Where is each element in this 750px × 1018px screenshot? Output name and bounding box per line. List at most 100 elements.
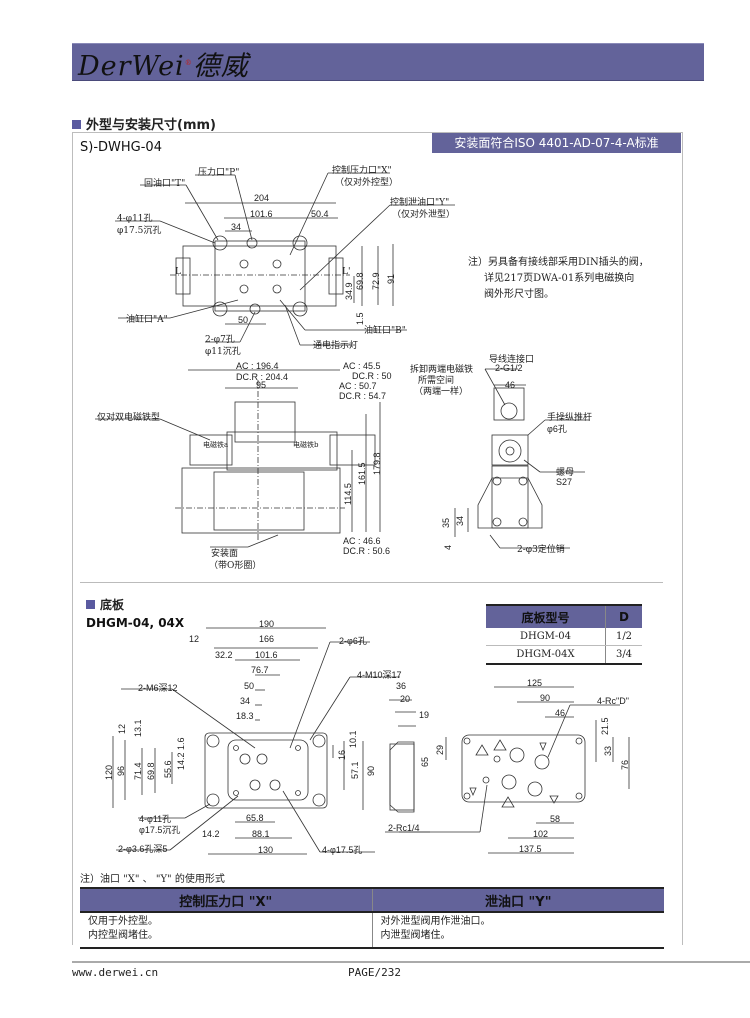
valve-model: S)-DWHG-04	[80, 140, 162, 155]
dim-55-6: 55.6	[163, 760, 173, 778]
dim-57-1: 57.1	[350, 761, 360, 779]
removal-space-label-3: （两端一样）	[414, 387, 469, 397]
dim-190: 190	[259, 619, 275, 629]
manual-pin-label: 手操纵推杆	[547, 413, 593, 423]
bullet-square-icon	[72, 120, 81, 129]
dim-95: 95	[256, 380, 267, 390]
note-line: 详见217页DWA-01系列电磁换向	[484, 273, 635, 284]
dim-50-plate: 50	[244, 681, 255, 691]
dim-21-5: 21.5	[600, 717, 610, 735]
holes-17-5-label: 4-φ17.5孔	[322, 845, 363, 855]
dim-90-right: 90	[366, 765, 376, 776]
dim-dc-54-7: DC.R : 54.7	[339, 391, 387, 401]
indicator-lamp-label: 通电指示灯	[313, 341, 359, 351]
dim-1-5: 1.5	[355, 312, 365, 325]
table-header: D	[605, 604, 642, 628]
subplate-title-text: 底板	[100, 598, 125, 612]
dim-96: 96	[116, 765, 126, 776]
subplate-model: DHGM-04, 04X	[86, 616, 185, 630]
note-line: 注）另具备有接线部采用DIN插头的阀，	[468, 257, 649, 268]
brand-latin: DerWei	[78, 51, 185, 82]
front-view-valve-body	[181, 467, 341, 534]
solenoid-a-label: 电磁铁a	[203, 441, 229, 449]
brand-banner	[72, 43, 704, 81]
dim-101-6: 101.6	[250, 209, 273, 219]
m10-thread-label: 4-M10深17	[357, 670, 402, 680]
dim-ac-46-6: AC : 46.6	[343, 536, 381, 546]
dim-14-2-bottom: 14.2	[202, 829, 220, 839]
table-header: 控制压力口 "X"	[80, 887, 372, 913]
dim-76: 76	[620, 759, 630, 770]
holes-11-counterbore: φ17.5沉孔	[139, 825, 181, 835]
holes-4-label: 4-φ11孔	[117, 214, 153, 224]
din-plug-note: 注）另具备有接线部采用DIN插头的阀， 详见217页DWA-01系列电磁换向 阀…	[468, 255, 649, 303]
table-header: 底板型号	[486, 604, 606, 628]
dim-58: 58	[550, 814, 561, 824]
m6-thread-label: 2-M6深12	[138, 683, 178, 693]
dim-179-8: 179.8	[372, 452, 382, 475]
dim-dc-204-4: DC.R : 204.4	[236, 372, 289, 382]
dim-34-plate: 34	[240, 696, 251, 706]
dim-36: 36	[396, 681, 407, 691]
front-view-solenoid-top	[234, 401, 296, 443]
holes-11-label: 4-φ11孔	[139, 814, 172, 824]
dim-114-5: 114.5	[343, 483, 353, 505]
dim-18-3: 18.3	[236, 711, 254, 721]
dim-69-8: 69.8	[355, 272, 365, 290]
dim-ac-45-5: AC : 45.5	[343, 361, 381, 371]
wire-port-spec: 2-G1/2	[495, 363, 523, 373]
dim-130: 130	[258, 845, 274, 855]
dim-90-rear: 90	[540, 693, 551, 703]
removal-space-label-2: 所需空间	[418, 376, 455, 386]
dim-102: 102	[533, 829, 549, 839]
dim-ac-196-4: AC : 196.4	[236, 361, 279, 371]
dim-29: 29	[435, 744, 445, 755]
table-row: DHGM-04X 3/4	[486, 645, 642, 665]
drawing-frame	[72, 132, 683, 945]
dim-161-5: 161.5	[357, 462, 367, 485]
dim-12-top: 12	[189, 634, 200, 644]
port-p-label: 压力口"P"	[198, 168, 240, 178]
top-view-left-cap	[175, 257, 191, 295]
subplate-side	[389, 743, 415, 811]
dim-33: 33	[603, 745, 613, 756]
dim-50: 50	[238, 315, 249, 325]
dim-32-2: 32.2	[215, 650, 233, 660]
dim-19: 19	[419, 710, 430, 720]
side-view-body	[491, 465, 529, 529]
port-x-note: （仅对外控型）	[335, 178, 399, 188]
phi6-hole-label: 2-φ6孔	[339, 636, 367, 646]
dim-4: 4	[443, 544, 453, 550]
standard-tag: 安装面符合ISO 4401-AD-07-4-A标准	[432, 133, 681, 153]
subplate-outline	[204, 732, 328, 809]
subplate-rear	[461, 734, 586, 803]
table-row: 仅用于外控型。 内控型阀堵住。 对外泄型阀用作泄油口。 内泄型阀堵住。	[80, 912, 664, 949]
port-y-note: （仅对外泄型）	[392, 210, 456, 220]
removal-space-label: 拆卸两端电磁铁	[410, 365, 474, 375]
manual-pin-hole: φ6孔	[547, 424, 567, 434]
port-x-label: 控制压力口"X"	[332, 166, 392, 176]
axis-L-right: L'	[342, 267, 351, 277]
dim-204: 204	[254, 193, 270, 203]
solenoid-b-label: 电磁铁b	[293, 441, 319, 449]
dim-16: 16	[337, 749, 347, 760]
axis-L-left: L	[175, 267, 181, 277]
dim-65-8: 65.8	[246, 813, 264, 823]
dim-10-1: 10.1	[348, 730, 358, 748]
note-line: 阀外形尺寸图。	[484, 289, 554, 300]
nut-spec: S27	[556, 477, 573, 487]
bullet-square-icon	[86, 600, 95, 609]
table-cell: DHGM-04	[486, 628, 606, 646]
footer-url[interactable]: www.derwei.cn	[72, 966, 159, 979]
dim-91: 91	[386, 273, 396, 284]
usage-line: 对外泄型阀用作泄油口。	[380, 916, 491, 927]
brand-cn: 德威	[192, 51, 249, 82]
holes-4-counterbore: φ17.5沉孔	[117, 226, 162, 236]
dim-34-side: 34	[455, 515, 465, 526]
dim-76-7: 76.7	[251, 665, 269, 675]
table-cell: DHGM-04X	[486, 645, 606, 665]
dim-166: 166	[259, 634, 275, 644]
dim-dc-50: DC.R : 50	[352, 371, 392, 381]
top-view-body	[182, 245, 337, 307]
